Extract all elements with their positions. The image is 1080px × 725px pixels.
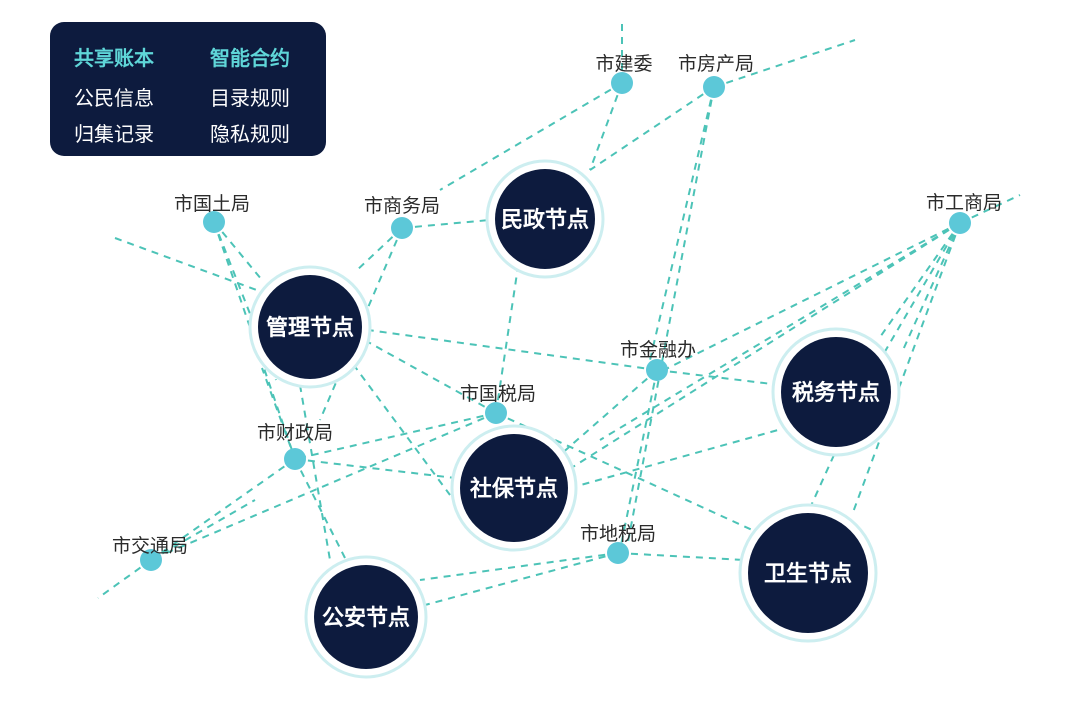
connection-line	[294, 412, 497, 460]
connection-line	[656, 369, 781, 386]
connection-line	[619, 369, 658, 551]
connection-line	[809, 454, 835, 509]
connection-line	[114, 237, 263, 293]
agency-label-jiaotong: 市交通局	[112, 535, 188, 557]
agency-label-jinrong: 市金融办	[620, 339, 696, 361]
connection-line	[617, 552, 746, 561]
legend-item-citizen-info: 公民信息	[74, 86, 154, 110]
agency-dot-guotu	[203, 211, 225, 233]
agency-label-gongshang: 市工商局	[926, 192, 1002, 214]
connection-line	[401, 218, 502, 229]
agency-dot-dishui	[607, 542, 629, 564]
node-label-guanli: 管理节点	[266, 315, 354, 341]
agency-label-jianwei: 市建委	[595, 53, 652, 75]
agency-label-caizheng: 市财政局	[257, 422, 333, 444]
connection-line	[213, 221, 277, 381]
agency-label-shangwu: 市商务局	[364, 195, 440, 217]
connection-line	[879, 222, 961, 361]
core-nodes: 民政节点 管理节点 税务节点 社保节点 卫生节点 公安节点	[248, 159, 901, 679]
connection-line	[367, 341, 497, 414]
agency-dot-gongshang	[949, 212, 971, 234]
legend-item-collection-records: 归集记录	[74, 122, 154, 146]
agency-dots	[140, 72, 971, 571]
node-minzheng: 民政节点	[485, 159, 605, 279]
connection-line	[299, 384, 331, 561]
agency-dot-jinrong	[646, 359, 668, 381]
connection-line	[589, 82, 623, 171]
connection-line	[569, 429, 779, 489]
connection-line	[294, 458, 346, 559]
node-label-shuiwu: 税务节点	[792, 380, 880, 406]
connection-line	[713, 39, 856, 88]
connection-line	[419, 552, 619, 581]
agency-label-dishui: 市地税局	[580, 523, 656, 545]
legend-item-privacy-rules: 隐私规则	[210, 122, 290, 146]
node-label-minzheng: 民政节点	[501, 207, 589, 233]
connection-line	[627, 86, 715, 543]
connection-line	[294, 458, 456, 479]
node-shuiwu: 税务节点	[771, 327, 901, 457]
legend-header-ledger: 共享账本	[74, 46, 154, 70]
connection-line	[559, 369, 658, 456]
connection-line	[439, 82, 623, 191]
connection-line	[599, 222, 961, 441]
connection-line	[261, 367, 296, 460]
connection-line	[959, 194, 1021, 224]
connection-line	[367, 329, 658, 371]
node-label-gongan: 公安节点	[322, 605, 410, 631]
node-guanli: 管理节点	[248, 265, 372, 389]
connection-line	[354, 227, 403, 273]
agency-label-guoshui: 市国税局	[460, 383, 536, 405]
agency-dot-guoshui	[485, 402, 507, 424]
node-shebao: 社保节点	[450, 424, 578, 552]
connection-line	[877, 222, 961, 341]
agency-label-guotu: 市国土局	[174, 193, 250, 215]
connection-line	[659, 222, 961, 373]
legend-item-catalog-rules: 目录规则	[210, 86, 290, 110]
agency-dot-caizheng	[284, 448, 306, 470]
connection-lines	[97, 20, 1021, 606]
agency-dot-jianwei	[611, 72, 633, 94]
connection-line	[150, 458, 296, 561]
node-label-shebao: 社保节点	[470, 476, 558, 502]
agency-dot-jiaotong	[140, 549, 162, 571]
agency-dot-shangwu	[391, 217, 413, 239]
node-gongan: 公安节点	[304, 555, 428, 679]
connection-line	[424, 552, 619, 606]
connection-line	[495, 199, 529, 414]
connection-line	[213, 221, 263, 281]
connection-line	[97, 559, 152, 599]
connection-line	[149, 412, 497, 561]
node-label-weisheng: 卫生节点	[764, 561, 852, 587]
connection-line	[589, 86, 715, 171]
connection-line	[902, 222, 961, 351]
node-weisheng: 卫生节点	[738, 503, 878, 643]
agency-dot-fangchan	[703, 76, 725, 98]
legend-panel: 共享账本 智能合约 公民信息 目录规则 归集记录 隐私规则	[50, 22, 326, 156]
agency-labels: 市建委 市房产局 市国土局 市商务局 市工商局 市金融办 市国税局 市财政局 市…	[112, 53, 1002, 557]
agency-label-fangchan: 市房产局	[678, 53, 754, 75]
legend-header-contract: 智能合约	[210, 46, 290, 70]
connection-line	[649, 86, 715, 361]
